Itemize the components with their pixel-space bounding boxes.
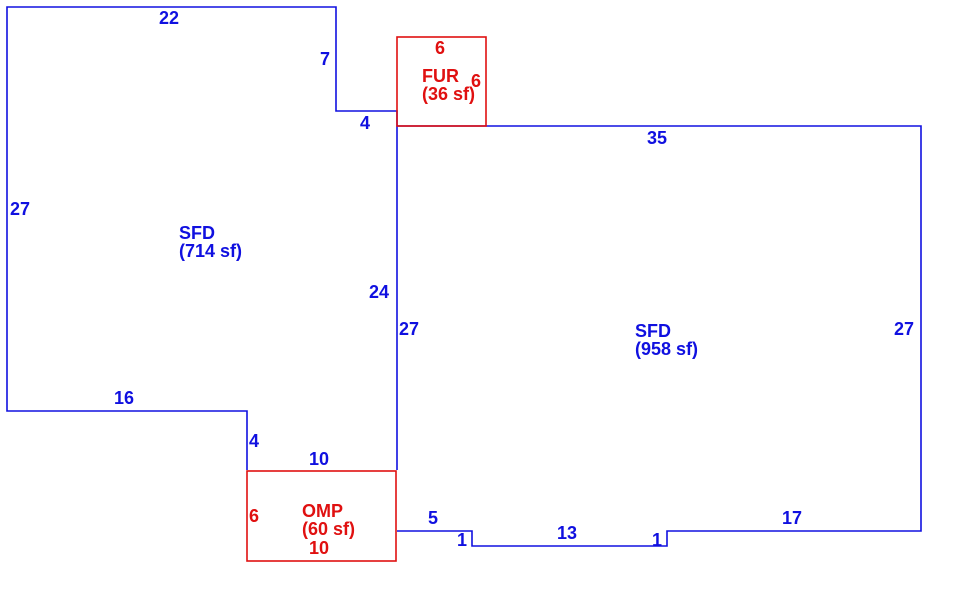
omp-area: (60 sf): [302, 519, 355, 539]
sfd-left-outline: [6, 6, 398, 470]
dim-sfd-left-left: 27: [10, 199, 30, 219]
dim-fur-side: 6: [471, 71, 481, 91]
dim-sfd-left-bottom: 16: [114, 388, 134, 408]
dim-sfd-right-bottom-b: 13: [557, 523, 577, 543]
dim-omp-side: 6: [249, 506, 259, 526]
dim-sfd-right-left: 27: [399, 319, 419, 339]
dim-sfd-left-right-lower: 24: [369, 282, 389, 302]
omp-outline: [246, 470, 397, 562]
sfd-left-label: SFD: [179, 223, 215, 243]
fur-area: (36 sf): [422, 84, 475, 104]
dim-sfd-left-notch: 4: [249, 431, 259, 451]
dim-sfd-right-right: 27: [894, 319, 914, 339]
sfd-right-outline: [397, 125, 922, 547]
dim-omp-bottom: 10: [309, 538, 329, 558]
dim-sfd-left-top: 22: [159, 8, 179, 28]
dim-sfd-left-step: 4: [360, 113, 370, 133]
sfd-right-area: (958 sf): [635, 339, 698, 359]
sfd-left-area: (714 sf): [179, 241, 242, 261]
dim-sfd-right-jog-b: 1: [652, 530, 662, 550]
fur-label: FUR: [422, 66, 459, 86]
dim-sfd-right-bottom-a: 5: [428, 508, 438, 528]
dim-sfd-right-jog-a: 1: [457, 530, 467, 550]
dim-sfd-right-bottom-c: 17: [782, 508, 802, 528]
dim-sfd-right-top: 35: [647, 128, 667, 148]
dim-fur-top: 6: [435, 38, 445, 58]
dim-sfd-left-right-upper: 7: [320, 49, 330, 69]
sfd-right-label: SFD: [635, 321, 671, 341]
omp-label: OMP: [302, 501, 343, 521]
dim-omp-top: 10: [309, 449, 329, 469]
fur-outline: [396, 36, 487, 127]
